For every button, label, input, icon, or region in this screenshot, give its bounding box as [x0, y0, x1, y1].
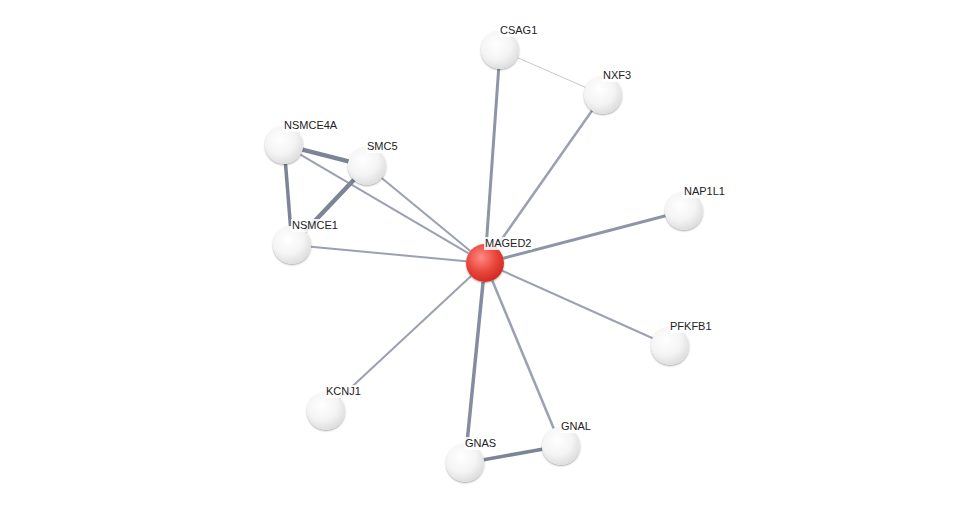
- interaction-edge: [286, 164, 291, 226]
- protein-node: NXF3: [584, 76, 622, 114]
- protein-node: NSMCE1: [273, 226, 311, 264]
- interaction-edge: [486, 69, 498, 244]
- interaction-edge: [484, 449, 543, 459]
- node-label: MAGED2: [484, 237, 532, 250]
- protein-node: GNAL: [542, 427, 580, 465]
- interaction-edge: [340, 276, 471, 398]
- node-label: NSMCE4A: [283, 119, 338, 132]
- protein-node: NAP1L1: [665, 192, 703, 230]
- node-label: GNAS: [464, 437, 497, 450]
- interaction-edge: [492, 281, 553, 429]
- node-label: KCNJ1: [325, 385, 362, 398]
- node-label: PFKFB1: [669, 320, 713, 333]
- interaction-edge: [502, 271, 652, 338]
- protein-node: CSAG1: [481, 31, 519, 69]
- protein-node: MAGED2: [466, 244, 504, 282]
- protein-node: NSMCE4A: [265, 126, 303, 164]
- node-label: GNAL: [560, 420, 592, 433]
- interaction-edge: [517, 58, 585, 88]
- interaction-edge: [496, 111, 592, 248]
- interaction-edge: [467, 282, 483, 444]
- node-label: CSAG1: [499, 24, 538, 37]
- node-label: NAP1L1: [683, 185, 726, 198]
- interaction-edge: [311, 247, 466, 261]
- interaction-edge: [382, 178, 471, 251]
- protein-node: KCNJ1: [307, 392, 345, 430]
- interaction-edge: [302, 150, 348, 162]
- node-label: NXF3: [602, 69, 632, 82]
- protein-node: GNAS: [446, 444, 484, 482]
- protein-node: SMC5: [348, 147, 386, 185]
- node-label: NSMCE1: [291, 219, 339, 232]
- node-label: SMC5: [366, 140, 399, 153]
- protein-node: PFKFB1: [651, 327, 689, 365]
